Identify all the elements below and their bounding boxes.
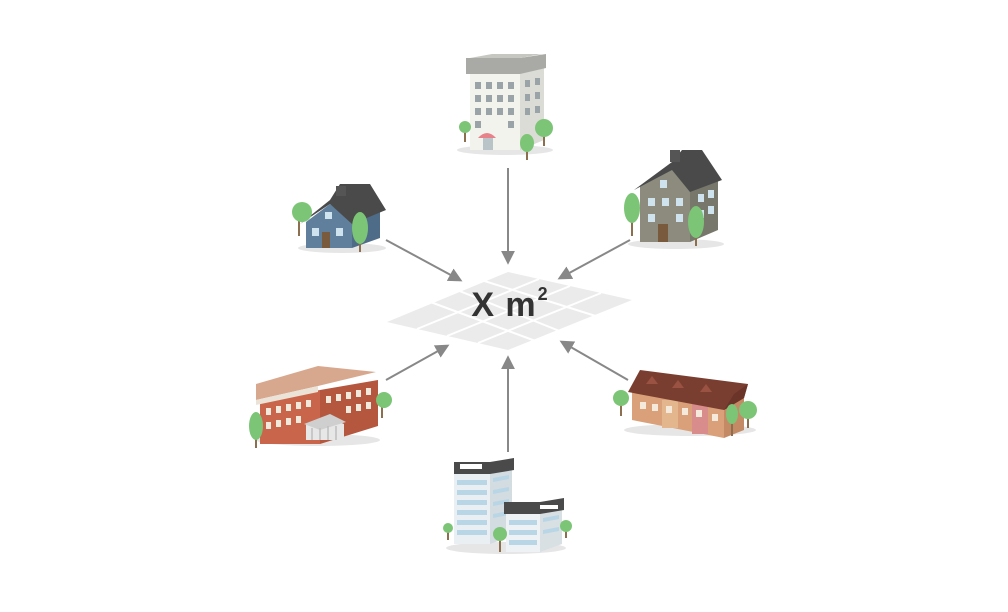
- school-illustration: [249, 366, 392, 448]
- floor-area-grid: [387, 272, 632, 350]
- tall-house-illustration: [624, 150, 724, 249]
- arrow-from-lower-right: [559, 340, 629, 381]
- floor-area-label: X m2: [455, 283, 565, 325]
- row-houses-illustration: [613, 370, 757, 438]
- floor-area-value: X m: [471, 286, 537, 324]
- arrow-from-lower-left: [385, 344, 450, 381]
- arrow-from-upper-right: [557, 239, 631, 280]
- office-tower-illustration: [457, 54, 553, 160]
- arrows: [385, 168, 631, 452]
- floor-area-unit-exponent: 2: [537, 283, 549, 304]
- office-complex-illustration: [443, 458, 572, 554]
- arrow-from-upper-left: [385, 239, 463, 282]
- small-house-illustration: [292, 184, 386, 253]
